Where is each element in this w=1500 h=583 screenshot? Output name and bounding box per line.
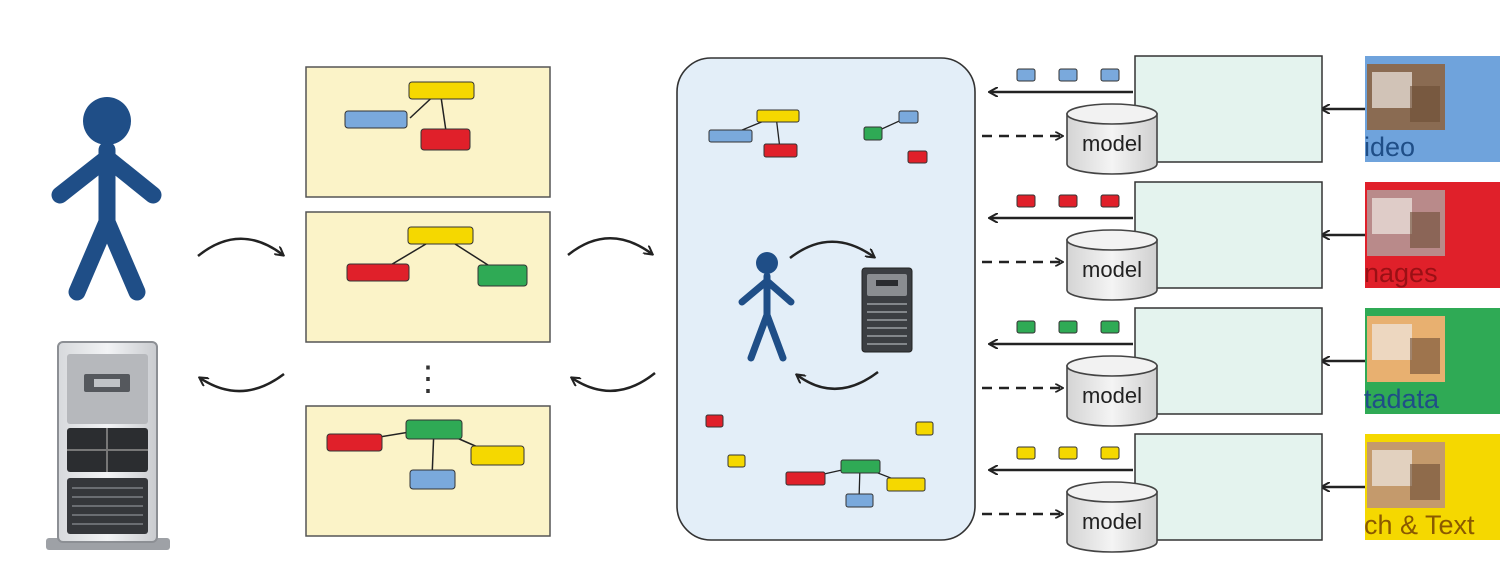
processing-box-speech [1134, 433, 1323, 541]
model-label: model [1082, 257, 1142, 282]
curved-arrow-icon [572, 372, 656, 392]
processing-box-metadata [1134, 307, 1323, 415]
database-cylinder-icon: model [1066, 103, 1158, 175]
person-icon [738, 252, 795, 362]
video-thumbnail-image [1367, 64, 1445, 130]
data-packet [1058, 446, 1078, 460]
curved-arrow-icon [797, 371, 879, 390]
data-packet [1016, 446, 1036, 460]
data-packet [1058, 194, 1078, 208]
source-label-images: nages [1364, 258, 1438, 288]
processing-box-images [1134, 181, 1323, 289]
curved-arrow-icon [200, 373, 285, 393]
curved-arrow-icon [789, 240, 874, 259]
person-icon [51, 97, 162, 301]
source-row-images: nages model [982, 181, 1500, 301]
source-rows: ideo model nages model tadata model ch & Text m… [982, 55, 1500, 553]
model-label: model [1082, 509, 1142, 534]
processing-box-video [1134, 55, 1323, 163]
ellipsis: ⋮ [411, 360, 445, 398]
source-label-metadata: tadata [1364, 384, 1440, 414]
source-row-video: ideo model [982, 55, 1500, 175]
curved-arrow-icon [567, 237, 652, 256]
model-label: model [1082, 383, 1142, 408]
database-cylinder-icon: model [1066, 229, 1158, 301]
database-cylinder-icon: model [1066, 355, 1158, 427]
graph-panel-2 [305, 211, 551, 343]
data-packet [1016, 68, 1036, 82]
data-packet [1100, 446, 1120, 460]
graph-panel-1 [305, 66, 551, 198]
graph-panel-3 [305, 405, 551, 537]
model-label: model [1082, 131, 1142, 156]
database-cylinder-icon: model [1066, 481, 1158, 553]
speech-thumbnail-image [1367, 442, 1445, 508]
source-row-metadata: tadata model [982, 307, 1500, 427]
source-label-video: ideo [1364, 132, 1415, 162]
data-packet [1016, 194, 1036, 208]
source-label-speech: ch & Text [1364, 510, 1475, 540]
data-packet [1058, 320, 1078, 334]
images-thumbnail-image [1367, 190, 1445, 256]
curved-arrow-icon [197, 237, 283, 257]
source-row-speech: ch & Text model [982, 433, 1500, 553]
data-packet [1058, 68, 1078, 82]
metadata-thumbnail-image [1367, 316, 1445, 382]
data-packet [1016, 320, 1036, 334]
data-packet [1100, 194, 1120, 208]
data-packet [1100, 320, 1120, 334]
server-tower-icon [861, 267, 913, 353]
data-packet [1100, 68, 1120, 82]
server-tower-icon [46, 341, 170, 550]
central-hub [676, 57, 976, 541]
